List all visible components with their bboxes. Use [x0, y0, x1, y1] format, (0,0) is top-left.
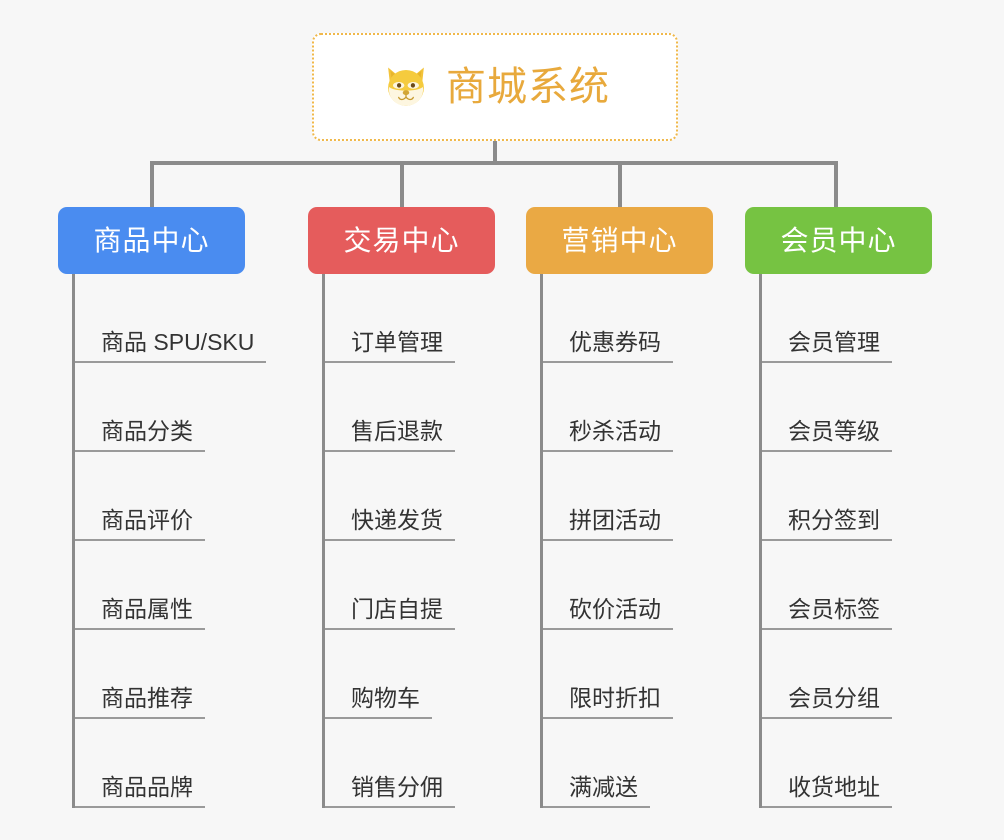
leaf-label: 拼团活动 [569, 507, 661, 533]
connector-drop-trade-center [400, 161, 404, 209]
leaf-label: 快递发货 [351, 507, 443, 533]
leaf-label: 购物车 [351, 685, 420, 711]
list-item[interactable]: 购物车 [308, 630, 548, 719]
list-item[interactable]: 限时折扣 [526, 630, 766, 719]
connector-drop-member-center [834, 161, 838, 209]
leaf-label: 限时折扣 [569, 685, 661, 711]
leaf-label: 优惠券码 [569, 329, 661, 355]
category-box-trade-center[interactable]: 交易中心 [308, 207, 495, 274]
list-item[interactable]: 会员标签 [745, 541, 985, 630]
category-label-marketing-center: 营销中心 [561, 224, 678, 256]
list-item[interactable]: 门店自提 [308, 541, 548, 630]
leaf-label: 会员标签 [788, 596, 880, 622]
trunk-line-trade-center [322, 274, 325, 808]
category-box-marketing-center[interactable]: 营销中心 [526, 207, 713, 274]
list-item[interactable]: 商品分类 [58, 363, 298, 452]
connector-horizontal-bus [150, 161, 838, 165]
leaf-label: 商品评价 [101, 507, 193, 533]
leaf-label: 秒杀活动 [569, 418, 661, 444]
connector-drop-marketing-center [618, 161, 622, 209]
leaf-label: 会员等级 [788, 418, 880, 444]
leaf-label: 会员管理 [788, 329, 880, 355]
leaf-label: 商品品牌 [101, 774, 193, 800]
list-item[interactable]: 商品属性 [58, 541, 298, 630]
leaf-label: 商品属性 [101, 596, 193, 622]
category-box-member-center[interactable]: 会员中心 [745, 207, 932, 274]
list-item[interactable]: 售后退款 [308, 363, 548, 452]
root-node-title: 商城系统 [446, 65, 610, 109]
list-item[interactable]: 快递发货 [308, 452, 548, 541]
leaf-label: 砍价活动 [569, 596, 661, 622]
list-item[interactable]: 积分签到 [745, 452, 985, 541]
list-item[interactable]: 砍价活动 [526, 541, 766, 630]
list-item[interactable]: 拼团活动 [526, 452, 766, 541]
list-item[interactable]: 商品评价 [58, 452, 298, 541]
connector-root-stem [493, 141, 497, 165]
list-item[interactable]: 满减送 [526, 719, 766, 808]
list-item[interactable]: 订单管理 [308, 274, 548, 363]
leaf-label: 门店自提 [351, 596, 443, 622]
trunk-line-marketing-center [540, 274, 543, 808]
list-item[interactable]: 优惠券码 [526, 274, 766, 363]
leaf-label: 满减送 [569, 774, 638, 800]
leaf-list-product-center: 商品 SPU/SKU 商品分类 商品评价 商品属性 商品推荐 商品品牌 [58, 274, 298, 808]
leaf-label: 收货地址 [788, 774, 880, 800]
trunk-line-member-center [759, 274, 762, 808]
list-item[interactable]: 会员等级 [745, 363, 985, 452]
leaf-label: 订单管理 [351, 329, 443, 355]
connector-drop-product-center [150, 161, 154, 209]
trunk-line-product-center [72, 274, 75, 808]
list-item[interactable]: 秒杀活动 [526, 363, 766, 452]
leaf-label: 商品推荐 [101, 685, 193, 711]
leaf-label: 会员分组 [788, 685, 880, 711]
list-item[interactable]: 商品 SPU/SKU [58, 274, 298, 363]
category-label-member-center: 会员中心 [780, 224, 897, 256]
list-item[interactable]: 商品品牌 [58, 719, 298, 808]
leaf-label: 售后退款 [351, 418, 443, 444]
leaf-list-trade-center: 订单管理 售后退款 快递发货 门店自提 购物车 销售分佣 [308, 274, 548, 808]
leaf-label: 销售分佣 [351, 774, 443, 800]
list-item[interactable]: 会员管理 [745, 274, 985, 363]
leaf-label: 积分签到 [788, 507, 880, 533]
shiba-dog-face-icon [388, 67, 424, 106]
leaf-list-marketing-center: 优惠券码 秒杀活动 拼团活动 砍价活动 限时折扣 满减送 [526, 274, 766, 808]
leaf-label: 商品 SPU/SKU [101, 329, 255, 355]
leaf-list-member-center: 会员管理 会员等级 积分签到 会员标签 会员分组 收货地址 [745, 274, 985, 808]
leaf-label: 商品分类 [101, 418, 193, 444]
list-item[interactable]: 销售分佣 [308, 719, 548, 808]
category-label-product-center: 商品中心 [93, 224, 210, 256]
category-label-trade-center: 交易中心 [343, 224, 460, 256]
list-item[interactable]: 商品推荐 [58, 630, 298, 719]
root-node-shop-system[interactable]: 商城系统 [312, 33, 678, 141]
list-item[interactable]: 收货地址 [745, 719, 985, 808]
category-box-product-center[interactable]: 商品中心 [58, 207, 245, 274]
list-item[interactable]: 会员分组 [745, 630, 985, 719]
